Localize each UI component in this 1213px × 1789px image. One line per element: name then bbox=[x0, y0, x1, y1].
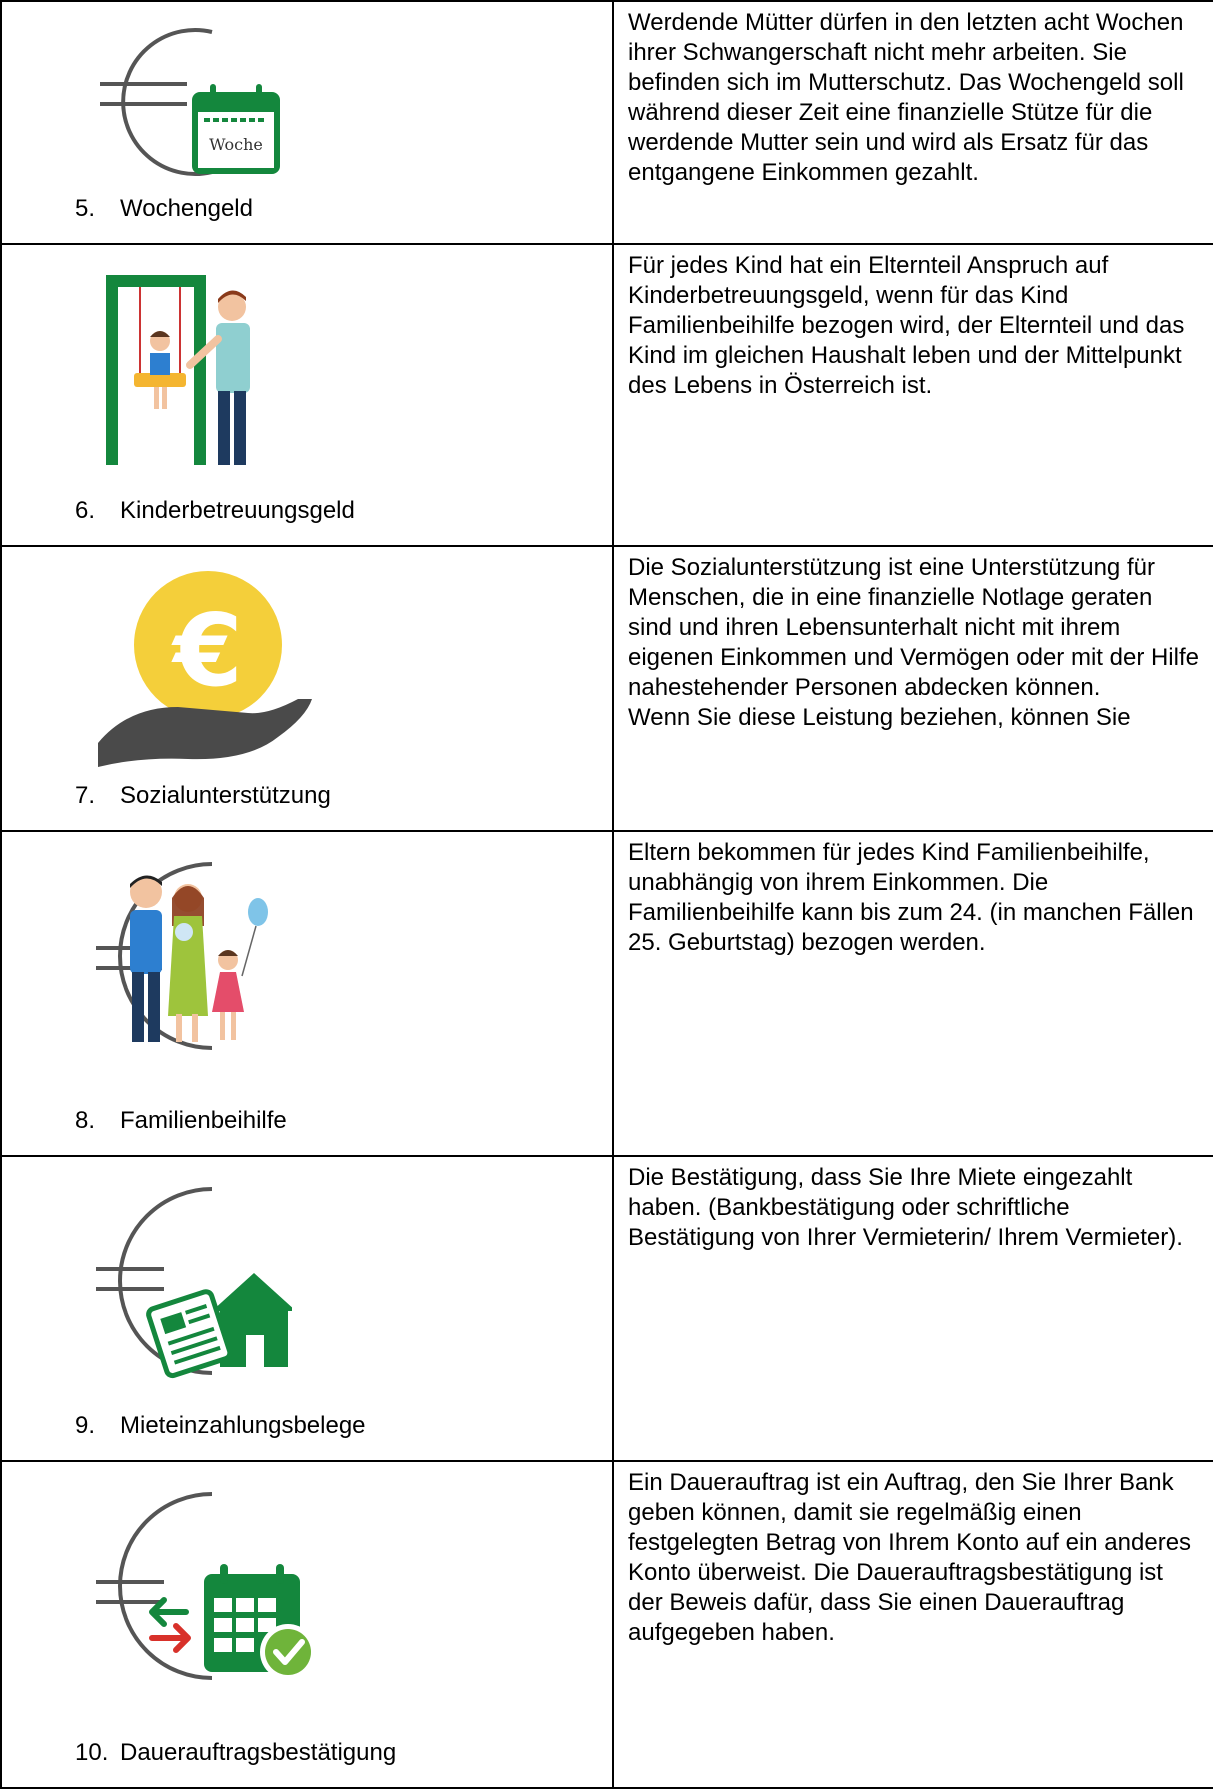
term-cell: 10. Dauerauftragsbestätigung bbox=[0, 1460, 614, 1789]
term-number: 7. bbox=[75, 782, 96, 809]
euro-receipt-house-icon bbox=[96, 1187, 292, 1379]
description-text-continued: Wenn Sie diese Leistung beziehen, können… bbox=[628, 704, 1131, 731]
hand-euro-coin-icon: € bbox=[98, 571, 312, 767]
term-text: Sozialunterstützung bbox=[120, 782, 331, 809]
description-text: Werdende Mütter dürfen in den letzten ac… bbox=[628, 9, 1184, 186]
description-text: Für jedes Kind hat ein Elternteil Anspru… bbox=[628, 252, 1185, 399]
calendar-label: Woche bbox=[209, 135, 263, 154]
term-text: Wochengeld bbox=[120, 195, 253, 222]
euro-transfer-calendar-check-icon bbox=[96, 1492, 316, 1680]
term-cell: € 7. Sozialunterstützung bbox=[0, 545, 614, 832]
term-label: 6. Kinderbetreuungsgeld bbox=[75, 497, 355, 525]
term-label: 7. Sozialunterstützung bbox=[75, 782, 331, 810]
term-number: 9. bbox=[75, 1412, 96, 1439]
term-text: Kinderbetreuungsgeld bbox=[120, 497, 355, 524]
description-text: Ein Dauerauftrag ist ein Auftrag, den Si… bbox=[628, 1469, 1192, 1646]
term-cell: 6. Kinderbetreuungsgeld bbox=[0, 243, 614, 547]
term-text: Mieteinzahlungsbelege bbox=[120, 1412, 366, 1439]
term-label: 5. Wochengeld bbox=[75, 195, 253, 223]
description-cell: Werdende Mütter dürfen in den letzten ac… bbox=[612, 0, 1213, 245]
term-label: 9. Mieteinzahlungsbelege bbox=[75, 1412, 366, 1440]
description-cell: Ein Dauerauftrag ist ein Auftrag, den Si… bbox=[612, 1460, 1213, 1789]
table-row: 6. Kinderbetreuungsgeld Für jedes Kind ha… bbox=[0, 243, 1213, 547]
description-cell: Die Bestätigung, dass Sie Ihre Miete ein… bbox=[612, 1155, 1213, 1462]
description-cell: Für jedes Kind hat ein Elternteil Anspru… bbox=[612, 243, 1213, 547]
table-row: 8. Familienbeihilfe Eltern bekommen für j… bbox=[0, 830, 1213, 1157]
svg-text:€: € bbox=[171, 592, 243, 709]
parent-child-swing-icon bbox=[106, 275, 250, 465]
term-label: 10. Dauerauftragsbestätigung bbox=[75, 1739, 396, 1767]
table-row: € 7. Sozialunterstützung Die Sozialunters… bbox=[0, 545, 1213, 832]
term-number: 6. bbox=[75, 497, 96, 524]
term-cell: Woche 5. Wochengeld bbox=[0, 0, 614, 245]
description-text: Die Bestätigung, dass Sie Ihre Miete ein… bbox=[628, 1164, 1183, 1251]
euro-calendar-icon: Woche bbox=[100, 28, 280, 176]
term-text: Dauerauftragsbestätigung bbox=[120, 1739, 397, 1766]
description-text: Eltern bekommen für jedes Kind Familienb… bbox=[628, 839, 1194, 956]
euro-family-icon bbox=[96, 862, 268, 1050]
description-cell: Eltern bekommen für jedes Kind Familienb… bbox=[612, 830, 1213, 1157]
term-number: 10. bbox=[75, 1739, 109, 1766]
term-cell: 9. Mieteinzahlungsbelege bbox=[0, 1155, 614, 1462]
term-text: Familienbeihilfe bbox=[120, 1107, 287, 1134]
table-row: 10. Dauerauftragsbestätigung Ein Dauerauf… bbox=[0, 1460, 1213, 1789]
term-number: 8. bbox=[75, 1107, 96, 1134]
term-label: 8. Familienbeihilfe bbox=[75, 1107, 287, 1135]
table-row: Woche 5. Wochengeld Werdende Mütter dürfe… bbox=[0, 0, 1213, 245]
description-cell: Die Sozialunterstützung ist eine Unterst… bbox=[612, 545, 1213, 832]
term-number: 5. bbox=[75, 195, 96, 222]
description-text: Die Sozialunterstützung ist eine Unterst… bbox=[628, 554, 1206, 701]
term-cell: 8. Familienbeihilfe bbox=[0, 830, 614, 1157]
table-row: 9. Mieteinzahlungsbelege Die Bestätigung,… bbox=[0, 1155, 1213, 1462]
